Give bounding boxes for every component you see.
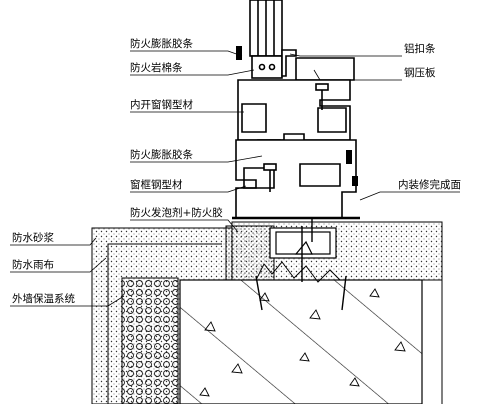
fire-foam-core [225, 225, 275, 281]
label-window-frame-steel-profile: 窗框钢型材 [130, 178, 183, 191]
label-aluminum-cap-strip: 铝扣条 [404, 42, 436, 55]
label-external-wall-insulation: 外墙保温系统 [12, 292, 75, 305]
label-fire-rock-wool-strip: 防火岩棉条 [130, 61, 183, 74]
insulation-layer [121, 277, 179, 405]
label-waterproof-rain-cloth: 防水雨布 [12, 258, 54, 271]
label-steel-pressure-plate: 钢压板 [404, 66, 436, 79]
leader-lines [10, 50, 460, 307]
label-inward-window-steel-profile: 内开窗钢型材 [130, 98, 193, 111]
label-fire-foam-and-glue: 防火发泡剂+防火胶 [130, 206, 223, 219]
gaskets [236, 46, 358, 186]
steel-channel [255, 227, 341, 283]
window-frame [235, 0, 357, 219]
label-interior-finish-surface: 内装修完成面 [398, 178, 461, 191]
concrete-aggregate-marks [199, 288, 406, 397]
label-fire-expansion-strip-top: 防火膨胀胶条 [130, 37, 193, 50]
label-fire-expansion-strip-lower: 防火膨胀胶条 [130, 148, 193, 161]
label-waterproof-mortar: 防水砂浆 [12, 231, 54, 244]
waterproof-cloth-line [107, 243, 222, 404]
